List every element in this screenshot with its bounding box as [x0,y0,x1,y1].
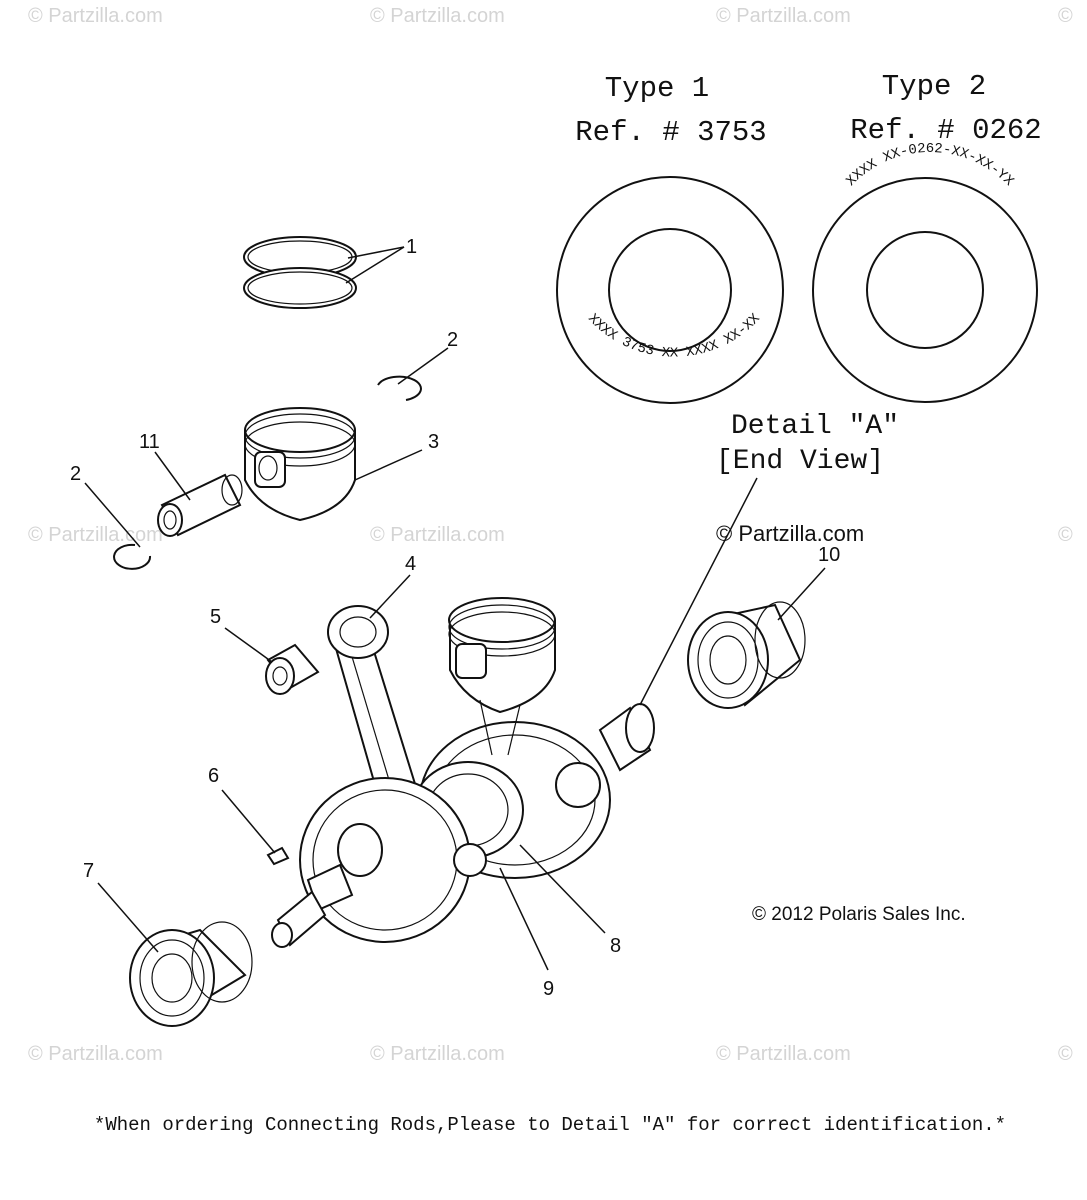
type2-rod-end-view: XXXX XX-0262-XX-XX-YX [812,141,1038,403]
watermark: © Partzilla.com [28,524,163,546]
detail-a-title: Detail ″A″ [731,411,899,442]
main-bearing-front [129,921,253,1027]
callout-2: 2 [447,329,458,351]
footnote: *When ordering Connecting Rods,Please to… [94,1114,1006,1136]
callout-1: 1 [406,236,417,258]
watermark: © Partzilla.com [370,5,505,27]
watermark-group: © Partzilla.com © Partzilla.com © Partzi… [28,5,1073,1065]
callout-9: 9 [543,978,554,1000]
watermark: © Partzilla.com [716,1043,851,1065]
type2-ref: Ref. # 0262 [850,114,1041,147]
main-bearing-rear [687,601,806,709]
type2-title: Type 2 [882,70,986,103]
watermark: © [1058,1043,1073,1065]
callout-5: 5 [210,606,221,628]
detail-a-subtitle: [End View] [716,446,884,477]
leader-lines [84,246,826,971]
callout-8: 8 [610,935,621,957]
type1-title: Type 1 [605,72,709,105]
callout-11: 11 [139,431,160,453]
type1-ref: Ref. # 3753 [575,116,766,149]
partzilla-watermark-center: © Partzilla.com [716,521,864,546]
callout-2: 2 [70,463,81,485]
callout-7: 7 [83,860,94,882]
watermark: © Partzilla.com [370,524,505,546]
circlip [377,375,422,401]
callout-6: 6 [208,765,219,787]
type1-rod-end-view: XXXX 3753 XX XXXX XX-XX [556,176,784,404]
watermark: © Partzilla.com [28,5,163,27]
crankshaft-assembly [271,597,655,948]
callout-10: 10 [818,544,840,566]
piston-rings [243,236,357,309]
callout-4: 4 [405,553,416,575]
woodruff-key [266,846,290,866]
callout-3: 3 [428,431,439,453]
watermark: © Partzilla.com [370,1043,505,1065]
watermark: © Partzilla.com [716,5,851,27]
wrist-pin [157,473,243,537]
circlip [113,543,152,570]
watermark: © [1058,5,1073,27]
copyright-notice: © 2012 Polaris Sales Inc. [752,904,966,925]
piston [244,407,356,522]
watermark: © [1058,524,1073,546]
watermark: © Partzilla.com [28,1043,163,1065]
needle-bearing [265,643,320,695]
